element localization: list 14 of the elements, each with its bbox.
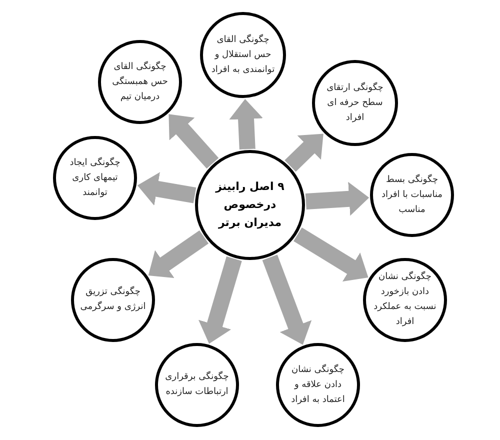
topic-text: چگونگی نشان دادن بازخورد نسبت به عملکرد افراد <box>372 270 438 329</box>
topic-text: چگونگی تزریق انرژی و سرگرمی <box>80 285 146 314</box>
topic-text: چگونگی القای حس استقلال و توانمندی به افراد <box>210 33 276 76</box>
block-arrow <box>229 98 263 150</box>
block-arrow <box>136 172 196 206</box>
block-arrow <box>305 182 370 216</box>
title-text: ۹ اصل رابینز درخصوص مدیران برتر <box>214 179 286 231</box>
topic-text: چگونگی ارتقای سطح حرفه ای افراد <box>326 81 384 124</box>
topic-text: چگونگی برقراری ارتباطات سازنده <box>164 370 230 399</box>
topic-text: چگونگی بسط مناسبات با افراد مناسب <box>380 173 444 216</box>
topic-text: چگونگی القای حس همبستگی درمیان تیم <box>111 60 169 104</box>
topic-text: چگونگی ایجاد تیمهای کاری توانمند <box>68 156 122 200</box>
block-arrow <box>198 256 242 346</box>
topic-text: چگونگی نشان دادن علاقه و اعتماد به افراد <box>290 363 346 406</box>
